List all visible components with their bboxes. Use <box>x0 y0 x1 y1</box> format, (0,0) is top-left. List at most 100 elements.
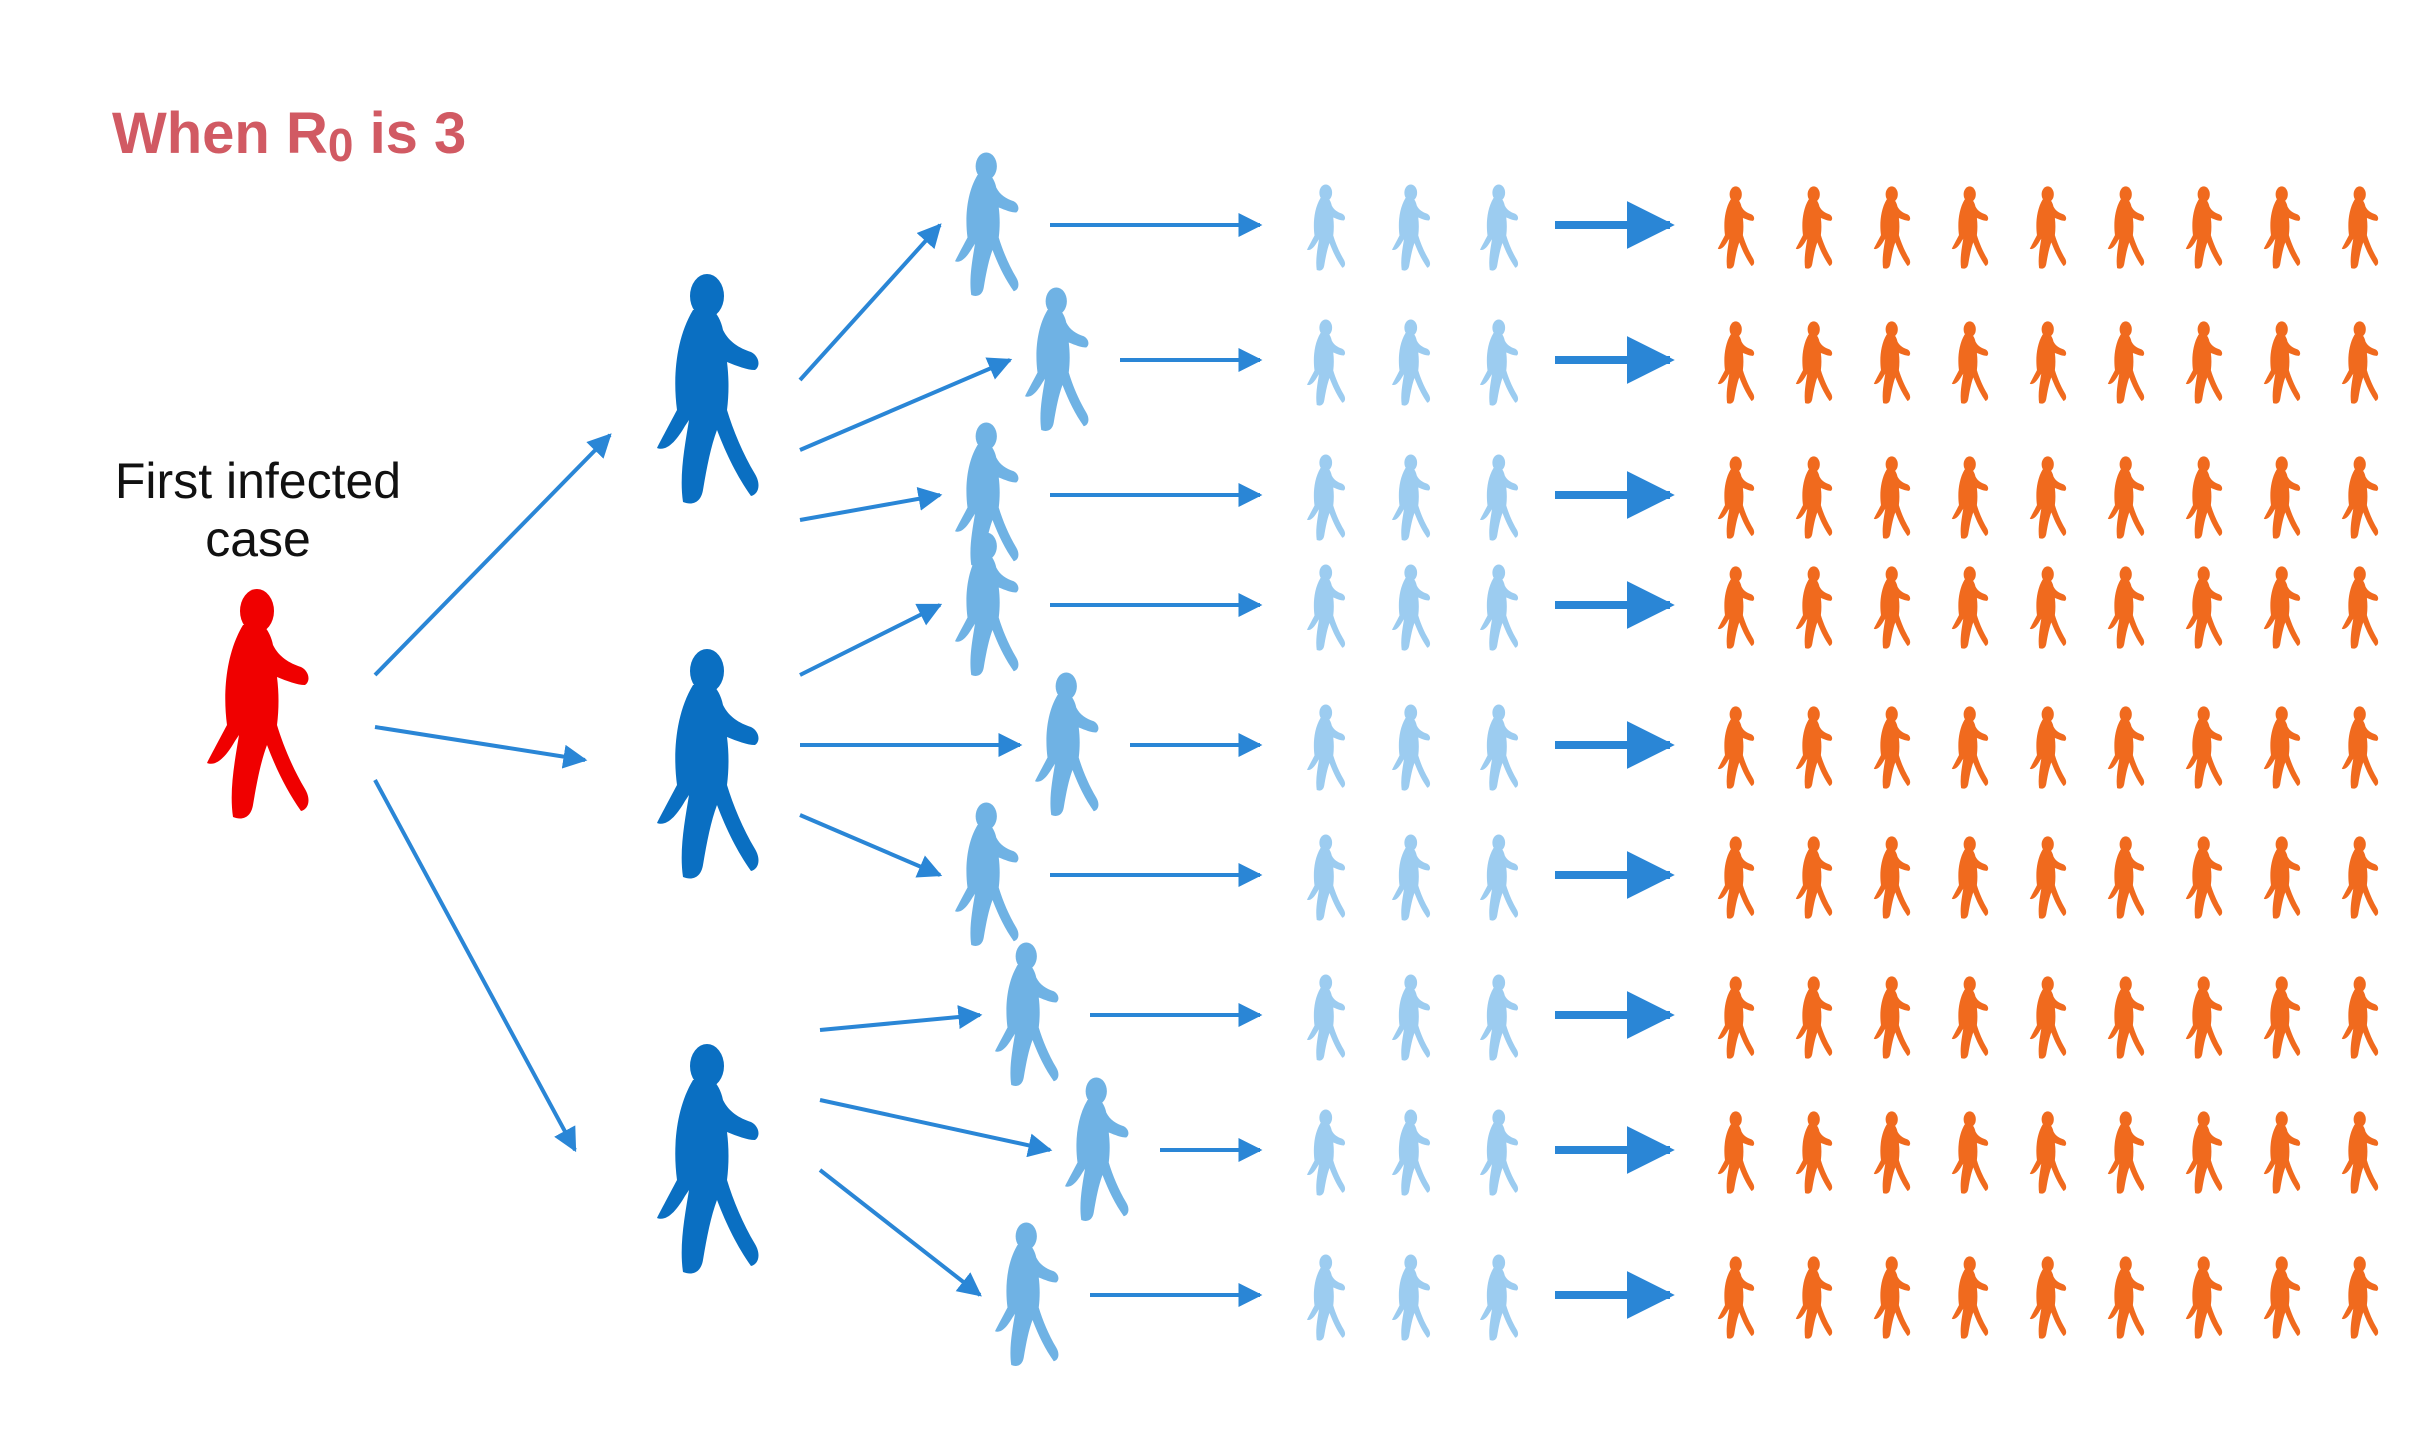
generation-3-person-icon <box>1307 1254 1346 1341</box>
generation-3-person-icon <box>1392 184 1431 271</box>
generation-4-person-icon <box>2029 836 2067 919</box>
generation-4-person-icon <box>1717 1111 1755 1194</box>
arrow-to-generation-2 <box>819 1005 983 1032</box>
generation-4-person-icon <box>2107 706 2145 789</box>
generation-2-person-icon <box>995 942 1059 1086</box>
generation-3-person-icon <box>1307 704 1346 791</box>
arrow-to-generation-1 <box>373 433 612 677</box>
generation-4-person-icon <box>1873 836 1911 919</box>
generation-4-person-icon <box>1951 1111 1989 1194</box>
generation-4-person-icon <box>2263 566 2301 649</box>
arrow-to-generation-2 <box>818 1168 982 1297</box>
generation-4-person-icon <box>1873 456 1911 539</box>
generation-2-person-icon <box>955 152 1019 296</box>
generation-3-person-icon <box>1307 834 1346 921</box>
generation-4-person-icon <box>1795 1111 1833 1194</box>
generation-4-person-icon <box>1717 1256 1755 1339</box>
generation-4-person-icon <box>2185 706 2223 789</box>
arrow-to-generation-2 <box>799 603 943 677</box>
generation-4-person-icon <box>2029 321 2067 404</box>
generation-4-person-icon <box>1717 566 1755 649</box>
generation-4-person-icon <box>1717 976 1755 1059</box>
generation-4-person-icon <box>1717 456 1755 539</box>
generation-4-person-icon <box>1951 706 1989 789</box>
first-case-person-icon <box>207 589 309 819</box>
generation-4-person-icon <box>1951 186 1989 269</box>
generation-4-person-icon <box>2029 1256 2067 1339</box>
generation-3-person-icon <box>1307 454 1346 541</box>
generation-3-person-icon <box>1392 319 1431 406</box>
first-case-label-line1: First infected <box>114 453 402 509</box>
generation-3-person-icon <box>1480 834 1519 921</box>
generation-2-person-icon <box>1065 1077 1129 1221</box>
generation-3-person-icon <box>1480 454 1519 541</box>
generation-4-person-icon <box>1873 1256 1911 1339</box>
generation-3-person-icon <box>1307 184 1346 271</box>
generation-4-person-icon <box>2107 1111 2145 1194</box>
generation-4-person-icon <box>2185 976 2223 1059</box>
generation-1-person-icon <box>657 274 759 504</box>
generation-4-person-icon <box>2029 1111 2067 1194</box>
generation-4-person-icon <box>1717 836 1755 919</box>
generation-4-person-icon <box>2263 706 2301 789</box>
generation-3-person-icon <box>1392 834 1431 921</box>
generation-4-person-icon <box>2263 836 2301 919</box>
generation-2-person-icon <box>1025 287 1089 431</box>
generation-4-person-icon <box>2341 1256 2379 1339</box>
generation-4-person-icon <box>2029 456 2067 539</box>
generation-4-person-icon <box>2341 456 2379 539</box>
generation-4-person-icon <box>2029 976 2067 1059</box>
title-prefix: When R <box>112 101 328 166</box>
generation-4-person-icon <box>1795 1256 1833 1339</box>
generation-3-person-icon <box>1480 1254 1519 1341</box>
generation-4-person-icon <box>2107 456 2145 539</box>
arrow-to-generation-2 <box>799 813 943 878</box>
generation-4-person-icon <box>1795 976 1833 1059</box>
generation-3-person-icon <box>1480 1109 1519 1196</box>
generation-4-person-icon <box>1795 566 1833 649</box>
generation-4-person-icon <box>1795 456 1833 539</box>
generation-2-person-icon <box>955 802 1019 946</box>
generation-4-person-icon <box>2185 1111 2223 1194</box>
generation-4-person-icon <box>1951 456 1989 539</box>
generation-4-person-icon <box>2341 321 2379 404</box>
generation-4-person-icon <box>2263 186 2301 269</box>
title-subscript: 0 <box>327 119 354 171</box>
generation-4-person-icon <box>1951 566 1989 649</box>
generation-4-person-icon <box>1951 321 1989 404</box>
first-case-label: First infected case <box>48 452 468 568</box>
generation-4-person-icon <box>2185 456 2223 539</box>
generation-3-person-icon <box>1392 1109 1431 1196</box>
generation-4-person-icon <box>2185 321 2223 404</box>
generation-1-person-icon <box>657 649 759 879</box>
generation-4-person-icon <box>2107 1256 2145 1339</box>
arrow-to-generation-2 <box>799 486 943 522</box>
generation-2-person-icon <box>955 532 1019 676</box>
generation-3-person-icon <box>1392 564 1431 651</box>
generation-4-person-icon <box>2263 976 2301 1059</box>
generation-4-person-icon <box>2107 321 2145 404</box>
generation-4-person-icon <box>1873 706 1911 789</box>
arrow-to-generation-1 <box>373 779 577 1153</box>
generation-4-person-icon <box>2185 566 2223 649</box>
generation-2-person-icon <box>1035 672 1099 816</box>
generation-4-person-icon <box>2341 186 2379 269</box>
generation-3-person-icon <box>1392 974 1431 1061</box>
generation-4-person-icon <box>1717 321 1755 404</box>
generation-4-person-icon <box>1795 321 1833 404</box>
title-suffix: is 3 <box>353 101 467 166</box>
generation-1-person-icon <box>657 1044 759 1274</box>
arrow-to-generation-2 <box>819 1098 1053 1158</box>
generation-4-person-icon <box>1717 706 1755 789</box>
generation-4-person-icon <box>2107 976 2145 1059</box>
generation-4-person-icon <box>1951 836 1989 919</box>
first-case-label-line2: case <box>205 511 311 567</box>
generation-4-person-icon <box>2341 566 2379 649</box>
generation-4-person-icon <box>1951 1256 1989 1339</box>
generation-3-person-icon <box>1480 184 1519 271</box>
generation-4-person-icon <box>2341 976 2379 1059</box>
generation-3-person-icon <box>1392 454 1431 541</box>
generation-4-person-icon <box>2263 456 2301 539</box>
generation-4-person-icon <box>1795 706 1833 789</box>
